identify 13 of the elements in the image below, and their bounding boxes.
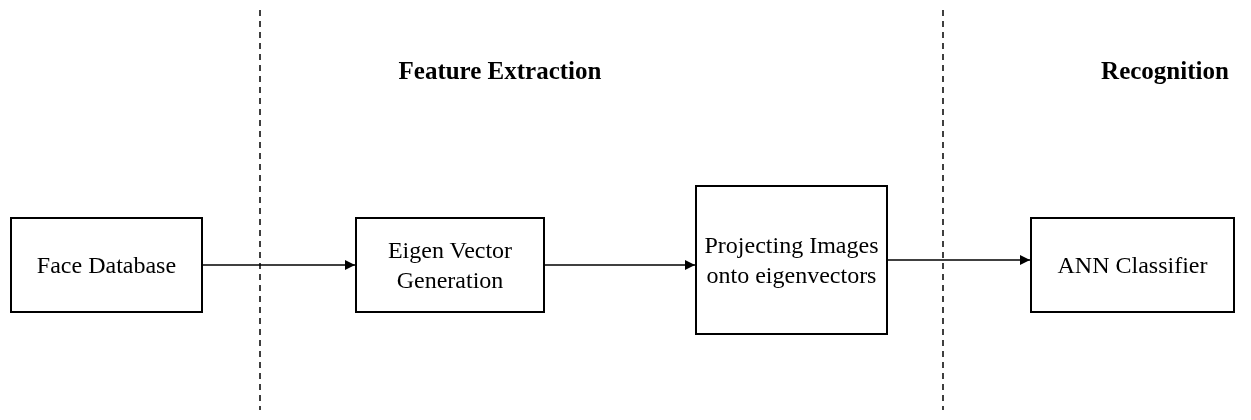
arrow (887, 255, 1031, 265)
process-box (10, 217, 203, 313)
process-box (695, 185, 888, 335)
box-label: Projecting Images onto eigenvectors (703, 231, 880, 290)
section-heading: Feature Extraction (397, 56, 603, 86)
box-label: Eigen Vector Generation (386, 236, 514, 295)
section-heading: Recognition (1100, 56, 1230, 86)
process-box (355, 217, 545, 313)
box-label: Face Database (36, 251, 177, 280)
box-label: ANN Classifier (1057, 251, 1208, 280)
process-box (1030, 217, 1235, 313)
arrow (202, 260, 356, 270)
arrow (544, 260, 696, 270)
